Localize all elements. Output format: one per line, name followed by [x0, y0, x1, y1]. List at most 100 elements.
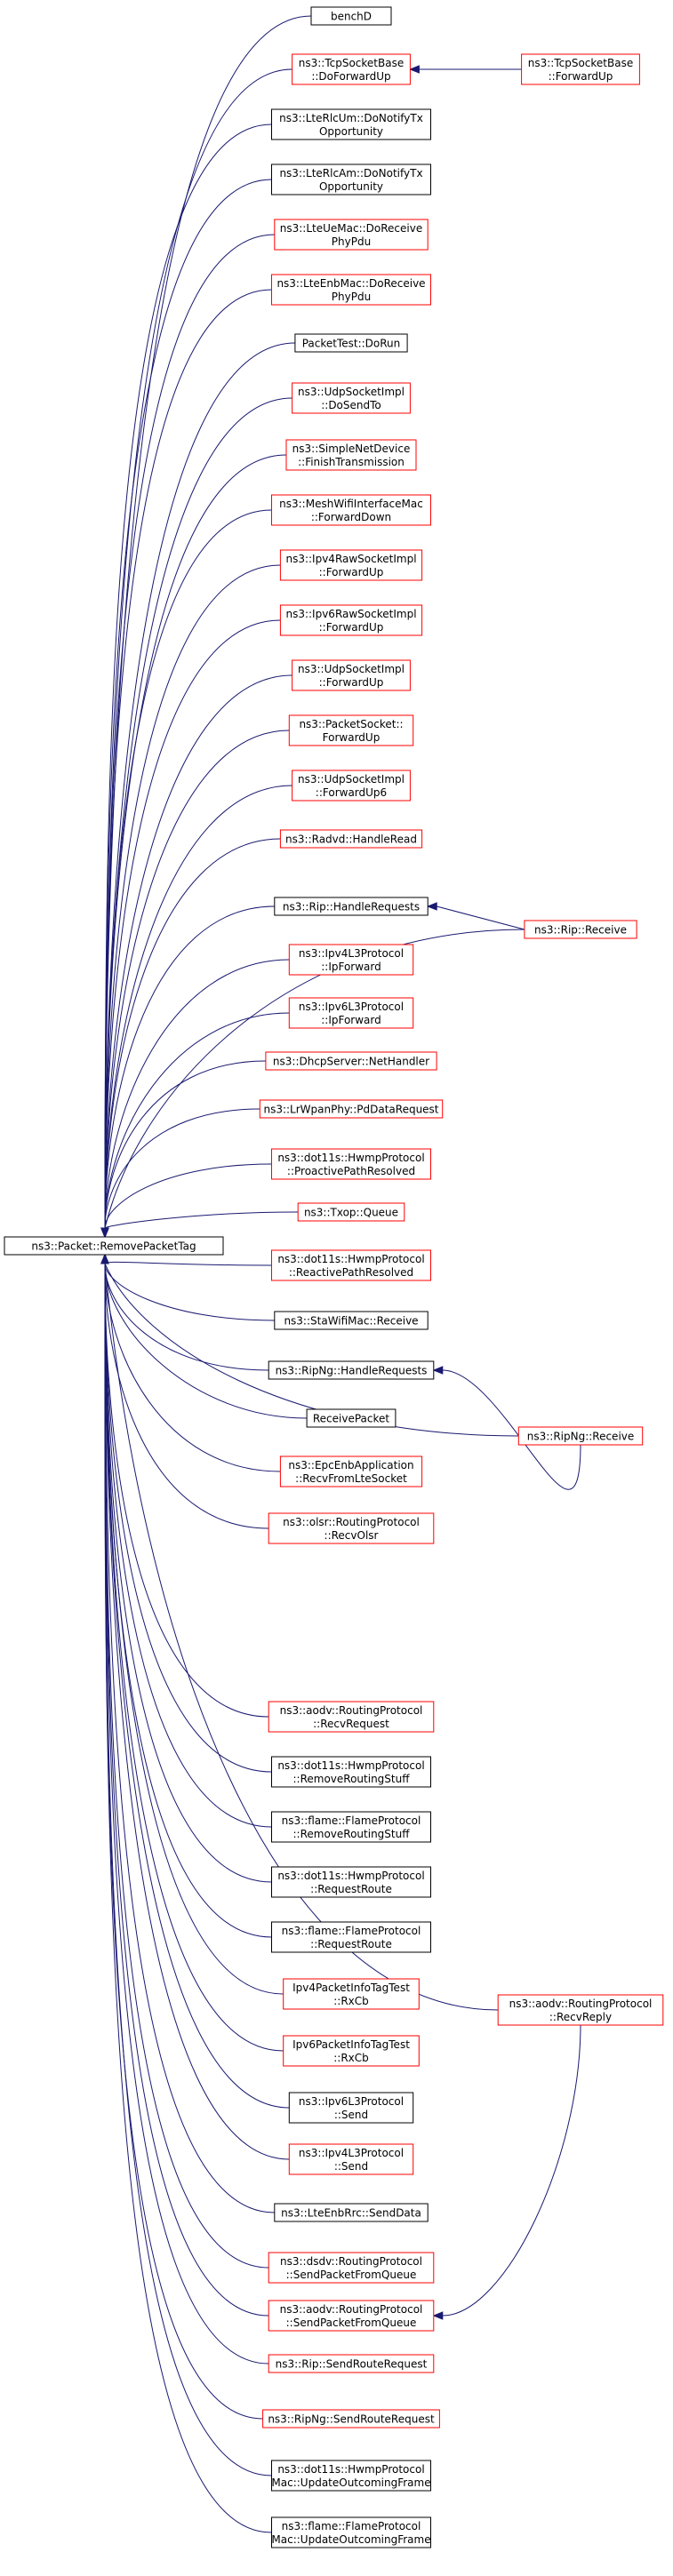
graph-node[interactable]: ns3::Rip::HandleRequests [274, 897, 429, 916]
node-label: ns3::PacketSocket:: [299, 718, 403, 730]
node-label: ::SendPacketFromQueue [286, 2269, 417, 2281]
graph-node[interactable]: ns3::Ipv6RawSocketImpl::ForwardUp [279, 604, 423, 636]
node-label: ns3::Ipv6L3Protocol [299, 2095, 404, 2108]
node-label: ns3::Ipv4L3Protocol [299, 947, 404, 960]
graph-node[interactable]: ns3::Txop::Queue [297, 1202, 405, 1222]
graph-node[interactable]: ns3::flame::FlameProtocol::RemoveRouting… [271, 1811, 431, 1843]
node-box [268, 2252, 435, 2284]
node-box [279, 1455, 423, 1487]
edge-to-root [104, 179, 272, 1229]
graph-node[interactable]: ns3::StaWifiMac::Receive [274, 1311, 429, 1330]
node-box [497, 1994, 664, 2026]
node-label: Opportunity [319, 180, 383, 193]
graph-node[interactable]: ns3::RipNg::HandleRequests [268, 1360, 435, 1380]
node-box [285, 439, 417, 471]
node-box [288, 944, 414, 976]
graph-node[interactable]: ReceivePacket [306, 1408, 397, 1428]
node-box [274, 897, 429, 916]
graph-node[interactable]: ns3::LrWpanPhy::PdDataRequest [259, 1099, 444, 1119]
graph-node[interactable]: ns3::dot11s::HwmpProtocol::ProactivePath… [271, 1148, 431, 1180]
graph-node[interactable]: ns3::dot11s::HwmpProtocolMac::UpdateOutc… [271, 2460, 431, 2492]
graph-node[interactable]: ns3::dsdv::RoutingProtocol::SendPacketFr… [268, 2252, 435, 2284]
graph-node[interactable]: Ipv4PacketInfoTagTest::RxCb [283, 1978, 420, 2010]
edge-to-root [104, 1263, 284, 2052]
graph-node[interactable]: ns3::UdpSocketImpl::ForwardUp6 [292, 770, 411, 802]
graph-node[interactable]: ns3::PacketSocket::ForwardUp [288, 714, 414, 746]
node-label: ns3::dot11s::HwmpProtocol [277, 1253, 424, 1265]
node-label: ns3::Rip::SendRouteRequest [276, 2358, 428, 2371]
graph-node[interactable]: ns3::Ipv6L3Protocol::IpForward [288, 997, 414, 1029]
node-box [262, 2409, 440, 2428]
graph-node[interactable]: ns3::EpcEnbApplication::RecvFromLteSocke… [279, 1455, 423, 1487]
graph-node[interactable]: ns3::Radvd::HandleRead [279, 829, 423, 849]
graph-node[interactable]: ns3::DhcpServer::NetHandler [265, 1051, 437, 1071]
graph-node[interactable]: ns3::Ipv4L3Protocol::IpForward [288, 944, 414, 976]
node-label: ns3::LteEnbRrc::SendData [281, 2207, 421, 2220]
node-label: Ipv4PacketInfoTagTest [292, 1982, 410, 1994]
node-box [268, 1360, 435, 1380]
edge-to-root [104, 1263, 269, 1529]
edge-to-root [104, 1263, 275, 2213]
node-label: PacketTest::DoRun [302, 338, 401, 350]
edge-to-root [104, 1263, 519, 1437]
graph-node[interactable]: ns3::LteEnbRrc::SendData [274, 2203, 429, 2222]
node-box [271, 1148, 431, 1180]
edge-to-root [104, 619, 281, 1229]
graph-node[interactable]: ns3::TcpSocketBase::ForwardUp [521, 53, 640, 85]
node-label: ns3::LteRlcUm::DoNotifyTx [279, 112, 423, 124]
node-label: ns3::Packet::RemovePacketTag [31, 1240, 196, 1253]
edge-to-root [104, 1263, 290, 2109]
graph-node[interactable]: ns3::dot11s::HwmpProtocol::RequestRoute [271, 1866, 431, 1898]
edge-link [442, 1369, 581, 1490]
node-box [268, 2300, 435, 2332]
node-box [4, 1236, 224, 1256]
graph-node[interactable]: ns3::Ipv4RawSocketImpl::ForwardUp [279, 549, 423, 581]
edge-to-root [104, 1263, 269, 2317]
graph-node[interactable]: ns3::aodv::RoutingProtocol::SendPacketFr… [268, 2300, 435, 2332]
graph-node[interactable]: ns3::Ipv6L3Protocol::Send [288, 2092, 414, 2124]
node-label: ns3::UdpSocketImpl [298, 663, 405, 675]
node-label: Ipv6PacketInfoTagTest [292, 2038, 410, 2051]
node-box [517, 1426, 644, 1446]
graph-node[interactable]: ns3::flame::FlameProtocol::RequestRoute [271, 1921, 431, 1953]
edge-to-root [104, 838, 281, 1229]
node-label: ns3::dsdv::RoutingProtocol [280, 2255, 422, 2268]
graph-node[interactable]: benchD [310, 6, 392, 26]
graph-node[interactable]: ns3::aodv::RoutingProtocol::RecvReply [497, 1994, 664, 2026]
node-label: ns3::StaWifiMac::Receive [284, 1315, 418, 1328]
graph-node[interactable]: PacketTest::DoRun [294, 333, 408, 353]
node-label: Opportunity [319, 125, 383, 138]
graph-node[interactable]: Ipv6PacketInfoTagTest::RxCb [283, 2035, 420, 2067]
graph-node[interactable]: ns3::olsr::RoutingProtocol::RecvOlsr [268, 1512, 435, 1544]
node-label: ns3::Rip::Receive [534, 924, 627, 937]
node-label: ns3::UdpSocketImpl [298, 386, 405, 398]
node-label: ns3::Ipv4RawSocketImpl [285, 553, 416, 565]
graph-node[interactable]: ns3::RipNg::Receive [517, 1426, 644, 1446]
graph-node[interactable]: ns3::Rip::SendRouteRequest [268, 2354, 435, 2373]
graph-node[interactable]: ns3::dot11s::HwmpProtocol::ReactivePathR… [271, 1249, 431, 1281]
graph-node[interactable]: ns3::SimpleNetDevice::FinishTransmission [285, 439, 417, 471]
graph-node[interactable]: ns3::aodv::RoutingProtocol::RecvRequest [268, 1701, 435, 1733]
graph-node[interactable]: ns3::MeshWifiInterfaceMac::ForwardDown [271, 494, 431, 526]
node-box [297, 1202, 405, 1222]
graph-node[interactable]: ns3::flame::FlameProtocolMac::UpdateOutc… [271, 2516, 431, 2548]
node-box [288, 714, 414, 746]
node-box [521, 53, 640, 85]
graph-node[interactable]: ns3::RipNg::SendRouteRequest [262, 2409, 440, 2428]
graph-node[interactable]: ns3::Rip::Receive [524, 920, 637, 939]
graph-node[interactable]: ns3::Ipv4L3Protocol::Send [288, 2143, 414, 2175]
node-label: ::ForwardUp6 [316, 786, 387, 799]
edge-to-root [104, 15, 312, 1229]
edge-to-root [104, 1263, 269, 1718]
graph-node[interactable]: ns3::dot11s::HwmpProtocol::RemoveRouting… [271, 1756, 431, 1788]
graph-node[interactable]: ns3::UdpSocketImpl::DoSendTo [292, 382, 411, 414]
node-label: ns3::TcpSocketBase [528, 57, 633, 69]
node-label: ::IpForward [321, 1014, 381, 1026]
graph-node[interactable]: ns3::TcpSocketBase::DoForwardUp [292, 53, 411, 85]
edge-to-root [104, 564, 281, 1229]
graph-node[interactable]: ns3::UdpSocketImpl::ForwardUp [292, 659, 411, 691]
